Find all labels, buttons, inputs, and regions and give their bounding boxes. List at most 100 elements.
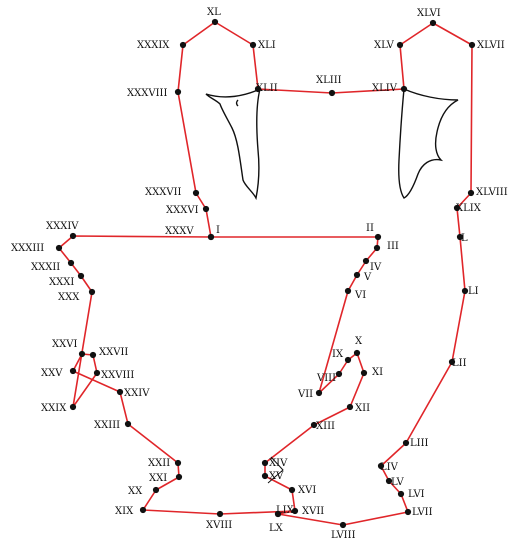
point-xxviii: [93, 369, 101, 377]
point-xlvi: [429, 19, 437, 27]
point-xxx: [88, 288, 96, 296]
label-xliii: XLIII: [316, 75, 342, 86]
point-x: [353, 349, 361, 357]
label-xxvii: XXVII: [99, 347, 128, 358]
label-xiii: XIII: [316, 421, 335, 432]
label-liii: LIII: [410, 438, 429, 449]
label-xl: XL: [207, 7, 221, 18]
label-xx: XX: [128, 486, 143, 497]
point-v: [353, 271, 361, 279]
point-xlix: [453, 204, 461, 212]
point-lii: [448, 358, 456, 366]
point-ii: [374, 233, 382, 241]
label-xxxvi: XXXVI: [166, 205, 199, 216]
label-xxii: XXII: [148, 458, 170, 469]
point-xvi: [288, 486, 296, 494]
connection-path-1: [58, 21, 473, 526]
label-xviii: XVIII: [206, 520, 232, 531]
point-lvi: [397, 490, 405, 498]
label-xliv: XLIV: [372, 83, 398, 94]
point-xxxviii: [174, 88, 182, 96]
point-iii: [373, 244, 381, 252]
label-lx: LX: [269, 523, 284, 534]
point-xiv: [261, 459, 269, 467]
label-xi: XI: [372, 367, 383, 378]
point-xxxix: [179, 41, 187, 49]
label-v: V: [363, 272, 372, 283]
point-liii: [402, 439, 410, 447]
label-xxx: XXX: [58, 292, 80, 303]
label-xvi: XVI: [298, 485, 316, 496]
label-ix: IX: [332, 349, 344, 360]
point-xxi: [175, 473, 183, 481]
point-liv: [377, 462, 385, 470]
arrow-marker: [267, 456, 284, 484]
label-xlix: XLIX: [456, 203, 482, 214]
point-xxxv: [207, 233, 215, 241]
label-xv: XV: [269, 471, 284, 482]
label-xiv: XIV: [269, 458, 288, 469]
point-xlv: [396, 41, 404, 49]
point-xlii: [254, 85, 262, 93]
label-xix: XIX: [115, 506, 134, 517]
point-xxvii: [89, 351, 97, 359]
point-xi: [360, 369, 368, 377]
point-xiii: [310, 421, 318, 429]
label-xlvi: XLVI: [417, 8, 441, 19]
label-lii: LII: [452, 358, 467, 369]
label-xxviii: XXVIII: [101, 370, 134, 381]
label-liv: LIV: [380, 462, 399, 473]
point-xliv: [400, 85, 408, 93]
point-iv: [362, 257, 370, 265]
point-xlviii: [467, 189, 475, 197]
label-xlii: XLII: [256, 83, 278, 94]
label-lix: LIX: [276, 505, 295, 516]
point-xxii: [174, 459, 182, 467]
point-xxiv: [116, 388, 124, 396]
outline-drawing: [205, 87, 459, 201]
point-xix: [139, 506, 147, 514]
point-xxxvi: [202, 205, 210, 213]
label-xxv: XXV: [41, 368, 63, 379]
label-i: I: [216, 225, 220, 236]
label-l: L: [461, 233, 468, 244]
point-vi: [344, 287, 352, 295]
point-xl: [211, 18, 219, 26]
label-lvi: LVI: [408, 489, 425, 500]
left-horn-outline: [205, 87, 262, 201]
label-viii: VIII: [316, 373, 336, 384]
label-xxxvii: XXXVII: [145, 187, 182, 198]
point-xx: [152, 486, 160, 494]
point-l: [456, 233, 464, 241]
label-xxxii: XXXII: [31, 262, 60, 273]
label-xxxi: XXXI: [49, 277, 74, 288]
label-xxxiii: XXXIII: [11, 243, 44, 254]
label-ii: II: [366, 223, 374, 234]
label-xxiv: XXIV: [124, 388, 150, 399]
label-xxxviii: XXXVIII: [127, 88, 167, 99]
label-xlv: XLV: [374, 40, 395, 51]
point-lvii: [404, 508, 412, 516]
point-viii: [335, 370, 343, 378]
point-xxxii: [67, 259, 75, 267]
label-xli: XLI: [258, 40, 276, 51]
label-iii: III: [387, 241, 399, 252]
label-xlvii: XLVII: [477, 40, 505, 51]
points-layer: [55, 18, 476, 529]
point-xviii: [216, 510, 224, 518]
point-xxix: [69, 403, 77, 411]
point-xxv: [69, 367, 77, 375]
label-xxix: XXIX: [41, 403, 67, 414]
point-xvii: [291, 507, 299, 515]
point-lv: [385, 477, 393, 485]
point-xii: [346, 403, 354, 411]
point-xxiii: [124, 420, 132, 428]
label-li: LI: [468, 286, 479, 297]
right-horn-outline: [398, 87, 459, 199]
point-xxvi: [78, 350, 86, 358]
point-xli: [249, 41, 257, 49]
label-xvii: XVII: [302, 506, 324, 517]
label-vii: VII: [297, 389, 313, 400]
